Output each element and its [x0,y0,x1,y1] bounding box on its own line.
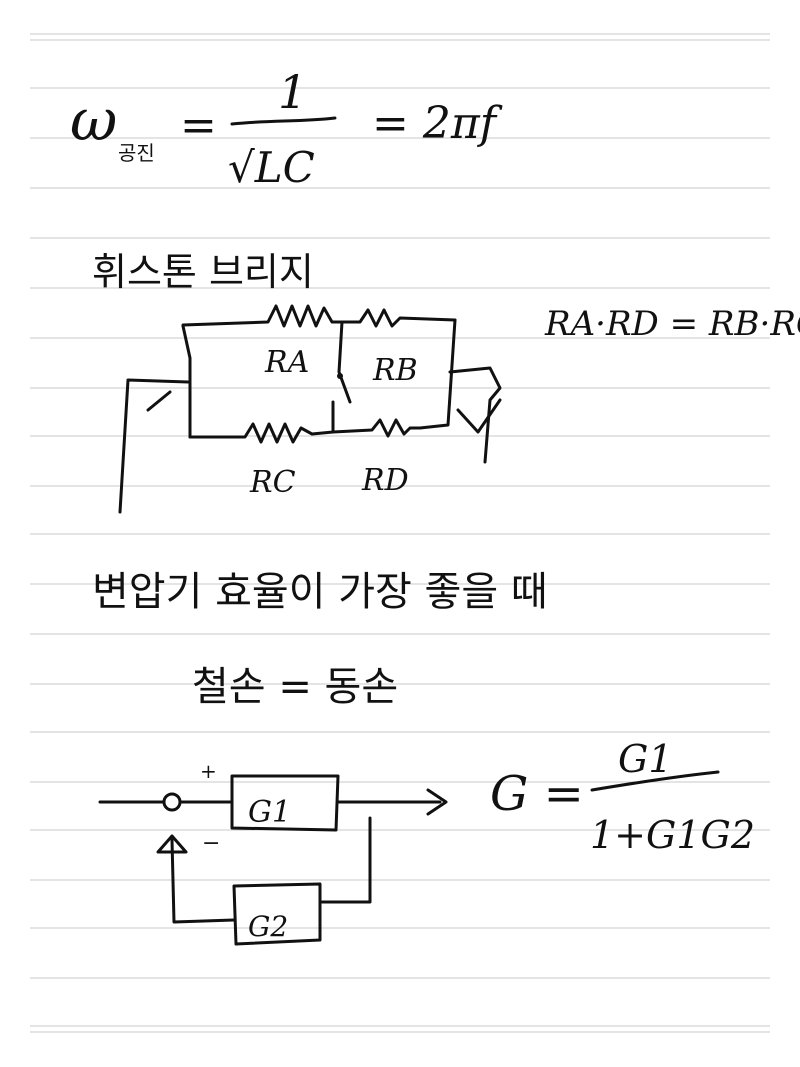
gain-lhs: G = [490,766,584,822]
g2-block [232,882,322,946]
middle-node [337,373,343,379]
middle-divider [337,320,352,404]
right-lead [448,366,502,464]
feedback-path-right [320,816,372,904]
transformer-efficiency-note: 변압기 효율이 가장 좋을 때 [92,569,548,615]
gain-numerator: G1 [618,737,673,781]
right-lead-tick [456,398,502,434]
g1-label: G1 [248,795,291,830]
fraction-bar [230,116,337,126]
equals-sign: = [180,100,217,151]
summing-junction [162,792,182,812]
fraction-numerator: 1 [278,65,307,119]
resonance-formula: ω 공진 = 1 √LC = 2πf [70,65,503,192]
fraction-denominator: √LC [228,143,315,192]
bridge-title: 휘스톤 브리지 [92,250,314,294]
feedback-path-left [170,838,236,924]
gain-denominator: 1+G1G2 [590,813,755,857]
omega-symbol: ω [70,86,117,154]
wheatstone-bridge-section: 휘스톤 브리지 RA RB RC RD RA·RD = RB·RC [92,250,800,514]
label-rd: RD [361,463,409,498]
gain-fraction-bar [590,770,720,792]
feedback-diagram: + − G1 G2 G = G1 1+G1G2 [98,737,755,946]
left-lead-tick [146,390,172,412]
g2-label: G2 [248,910,288,943]
left-lead [118,378,190,514]
loss-equality-note: 철손 = 동손 [192,664,398,710]
bottom-wire-resistors [188,400,422,444]
bridge-balance-condition: RA·RD = RB·RC [544,304,800,344]
label-ra: RA [264,345,309,380]
feedback-arrowhead [156,834,188,854]
label-rc: RC [249,465,296,500]
resonance-rhs: = 2πf [372,98,503,149]
ruled-lines [30,33,770,1033]
plus-sign: + [200,759,217,783]
g1-block [230,774,340,832]
omega-subscript: 공진 [118,141,155,165]
bridge-circuit [118,304,502,514]
left-rail [181,324,192,439]
right-rail [418,318,457,430]
top-wire-resistors [181,304,457,328]
output-arrow [336,788,448,816]
minus-sign: − [202,831,220,856]
label-rb: RB [372,353,418,388]
